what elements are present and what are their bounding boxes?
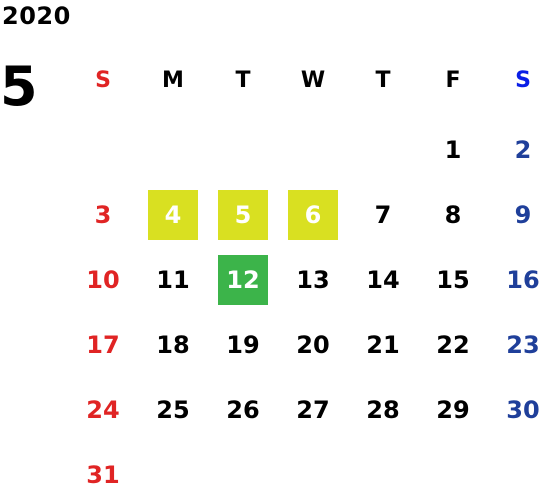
weekday-header: F (445, 67, 461, 93)
weekday-header: T (375, 67, 391, 93)
day-cell-14[interactable]: 14 (366, 266, 400, 294)
day-cell-26[interactable]: 26 (226, 396, 260, 424)
day-cell-21[interactable]: 21 (366, 331, 400, 359)
day-cell-23[interactable]: 23 (506, 331, 540, 359)
day-cell-13[interactable]: 13 (296, 266, 330, 294)
day-cell-5[interactable]: 5 (218, 190, 268, 240)
weekday-header: S (515, 67, 531, 93)
day-cell-6[interactable]: 6 (288, 190, 338, 240)
day-cell-31[interactable]: 31 (86, 461, 120, 489)
day-cell-30[interactable]: 30 (506, 396, 540, 424)
day-cell-24[interactable]: 24 (86, 396, 120, 424)
year-label: 2020 (2, 2, 71, 30)
day-cell-7[interactable]: 7 (374, 201, 392, 229)
weekday-header: M (162, 67, 184, 93)
weekday-header: S (95, 67, 111, 93)
month-label: 5 (0, 55, 38, 118)
day-cell-27[interactable]: 27 (296, 396, 330, 424)
day-cell-18[interactable]: 18 (156, 331, 190, 359)
day-cell-8[interactable]: 8 (444, 201, 462, 229)
day-cell-11[interactable]: 11 (156, 266, 190, 294)
day-cell-19[interactable]: 19 (226, 331, 260, 359)
day-cell-4[interactable]: 4 (148, 190, 198, 240)
day-cell-20[interactable]: 20 (296, 331, 330, 359)
weekday-header: T (235, 67, 251, 93)
weekday-header: W (300, 67, 326, 93)
day-cell-12[interactable]: 12 (218, 255, 268, 305)
day-cell-28[interactable]: 28 (366, 396, 400, 424)
day-cell-25[interactable]: 25 (156, 396, 190, 424)
day-cell-2[interactable]: 2 (514, 136, 532, 164)
day-cell-29[interactable]: 29 (436, 396, 470, 424)
day-cell-10[interactable]: 10 (86, 266, 120, 294)
day-cell-17[interactable]: 17 (86, 331, 120, 359)
day-cell-15[interactable]: 15 (436, 266, 470, 294)
day-cell-16[interactable]: 16 (506, 266, 540, 294)
day-cell-9[interactable]: 9 (514, 201, 532, 229)
day-cell-3[interactable]: 3 (94, 201, 112, 229)
day-cell-22[interactable]: 22 (436, 331, 470, 359)
day-cell-1[interactable]: 1 (444, 136, 462, 164)
